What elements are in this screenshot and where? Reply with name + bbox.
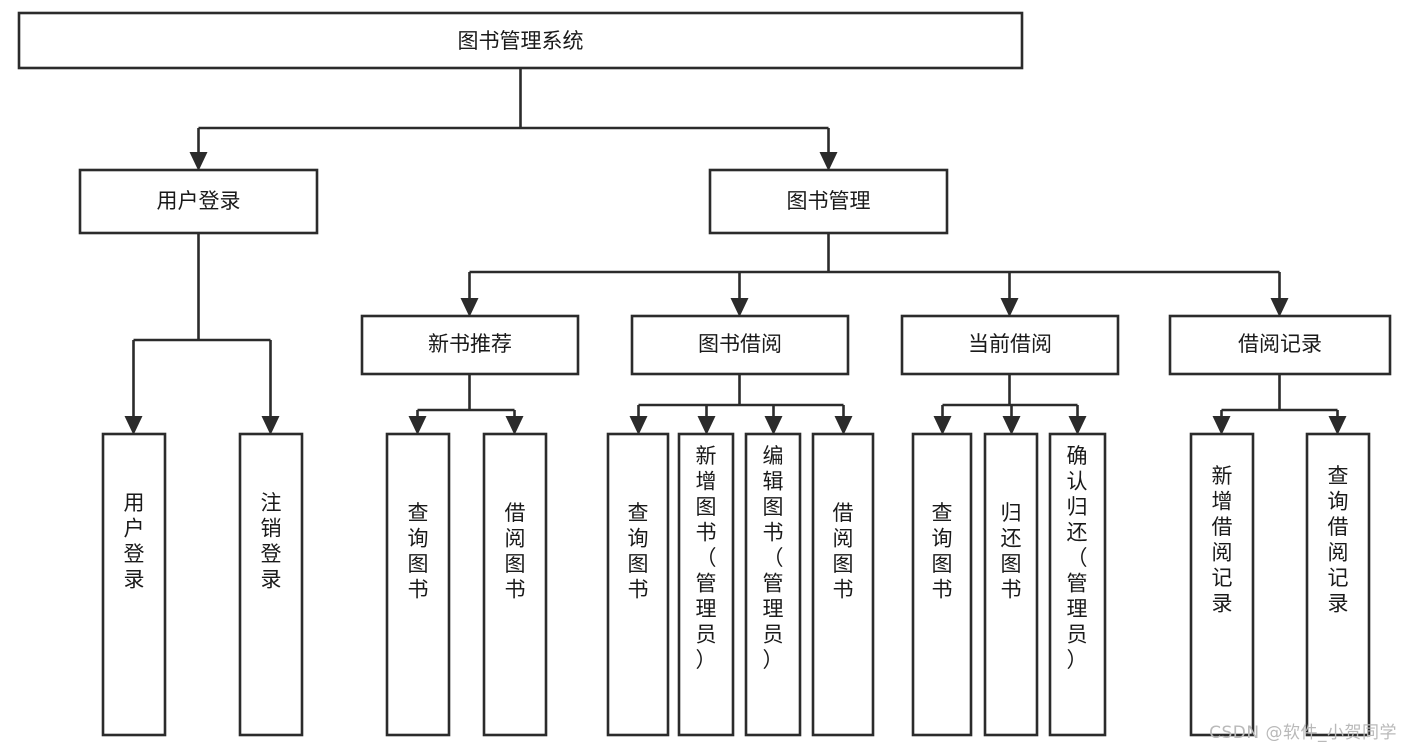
node-leaf-query-book-1[interactable]: 查询图书	[385, 432, 451, 737]
connector-group-borrow-record	[1212, 374, 1347, 435]
arrow-borrow-record	[1270, 298, 1289, 317]
node-leaf-borrow-book-2-label: 借阅图书	[833, 501, 854, 602]
node-current-borrow[interactable]: 当前借阅	[900, 314, 1120, 376]
node-leaf-user-logout-label: 注销登录	[261, 491, 282, 592]
arrow-leaf-query-record	[1328, 416, 1347, 435]
node-borrow-record-box[interactable]	[1168, 314, 1392, 376]
node-new-book-recommend-box[interactable]	[360, 314, 580, 376]
node-book-borrow[interactable]: 图书借阅	[630, 314, 850, 376]
node-leaf-return-book-box[interactable]	[983, 432, 1039, 737]
node-leaf-borrow-book-2[interactable]: 借阅图书	[811, 432, 875, 737]
arrow-current-borrow	[1000, 298, 1019, 317]
node-root[interactable]: 图书管理系统	[17, 11, 1024, 70]
node-leaf-return-book-label: 归还图书	[1001, 501, 1022, 602]
node-leaf-confirm-return-label: 确认归还（管理员）	[1067, 444, 1088, 672]
node-leaf-query-book-3-box[interactable]	[911, 432, 973, 737]
node-root-box[interactable]	[17, 11, 1024, 70]
arrow-book-borrow	[730, 298, 749, 317]
node-borrow-record[interactable]: 借阅记录	[1168, 314, 1392, 376]
node-leaf-query-record[interactable]: 查询借阅记录	[1305, 432, 1371, 737]
connector-group-book-borrow	[629, 374, 853, 435]
node-leaf-add-record[interactable]: 新增借阅记录	[1189, 432, 1255, 737]
csdn-watermark: CSDN @软件_小贺同学	[1209, 723, 1397, 743]
node-leaf-return-book[interactable]: 归还图书	[983, 432, 1039, 737]
node-leaf-edit-book-label: 编辑图书（管理员）	[763, 444, 784, 672]
node-leaf-add-book-label: 新增图书（管理员）	[696, 444, 717, 672]
node-leaf-query-book-3[interactable]: 查询图书	[911, 432, 973, 737]
node-user-login[interactable]: 用户登录	[78, 168, 319, 235]
node-leaf-add-record-box[interactable]	[1189, 432, 1255, 737]
node-current-borrow-label: 当前借阅	[968, 332, 1052, 356]
node-leaf-edit-book[interactable]: 编辑图书（管理员）	[744, 432, 802, 737]
node-leaf-confirm-return-box[interactable]	[1048, 432, 1107, 737]
node-book-borrow-box[interactable]	[630, 314, 850, 376]
node-leaf-query-book-1-label: 查询图书	[408, 501, 429, 602]
node-leaf-confirm-return[interactable]: 确认归还（管理员）	[1048, 432, 1107, 737]
node-leaf-add-book[interactable]: 新增图书（管理员）	[677, 432, 735, 737]
node-leaf-add-book-box[interactable]	[677, 432, 735, 737]
arrow-leaf-edit-book	[764, 416, 783, 435]
node-leaf-borrow-book-1[interactable]: 借阅图书	[482, 432, 548, 737]
arrow-leaf-query-book-2	[629, 416, 648, 435]
arrow-new-book-recommend	[460, 298, 479, 317]
connector-group-new-book-recommend	[408, 374, 524, 435]
node-leaf-edit-book-box[interactable]	[744, 432, 802, 737]
arrow-leaf-query-book-3	[933, 416, 952, 435]
arrow-leaf-add-record	[1212, 416, 1231, 435]
node-leaf-borrow-book-1-label: 借阅图书	[505, 501, 526, 602]
node-leaf-user-logout[interactable]: 注销登录	[238, 432, 304, 737]
connector-group-user-login	[124, 233, 280, 435]
node-leaf-borrow-book-2-box[interactable]	[811, 432, 875, 737]
node-new-book-recommend[interactable]: 新书推荐	[360, 314, 580, 376]
node-leaf-user-logout-box[interactable]	[238, 432, 304, 737]
arrow-book-manage	[819, 152, 838, 171]
node-user-login-box[interactable]	[78, 168, 319, 235]
arrow-leaf-return-book	[1002, 416, 1021, 435]
node-leaf-user-login-box[interactable]	[101, 432, 167, 737]
node-book-manage-box[interactable]	[708, 168, 949, 235]
node-leaf-user-login-label: 用户登录	[124, 491, 145, 592]
connector-group-book-manage	[460, 233, 1289, 317]
node-new-book-recommend-label: 新书推荐	[428, 332, 512, 356]
node-leaf-query-book-3-label: 查询图书	[932, 501, 953, 602]
arrow-leaf-add-book	[697, 416, 716, 435]
node-leaf-query-book-2[interactable]: 查询图书	[606, 432, 670, 737]
arrow-leaf-confirm-return	[1068, 416, 1087, 435]
arrow-leaf-borrow-book-1	[505, 416, 524, 435]
connector-group-root	[189, 68, 838, 171]
node-leaf-add-record-label: 新增借阅记录	[1212, 464, 1233, 616]
node-leaf-query-book-2-label: 查询图书	[628, 501, 649, 602]
arrow-leaf-user-logout	[261, 416, 280, 435]
node-leaf-user-login[interactable]: 用户登录	[101, 432, 167, 737]
node-book-manage-label: 图书管理	[787, 189, 871, 213]
node-book-borrow-label: 图书借阅	[698, 332, 782, 356]
node-book-manage[interactable]: 图书管理	[708, 168, 949, 235]
node-leaf-query-book-1-box[interactable]	[385, 432, 451, 737]
arrow-leaf-query-book-1	[408, 416, 427, 435]
node-root-label: 图书管理系统	[458, 29, 584, 53]
node-borrow-record-label: 借阅记录	[1238, 332, 1322, 356]
node-leaf-query-record-label: 查询借阅记录	[1328, 464, 1349, 616]
arrow-leaf-borrow-book-2	[834, 416, 853, 435]
node-leaf-query-book-2-box[interactable]	[606, 432, 670, 737]
node-leaf-borrow-book-1-box[interactable]	[482, 432, 548, 737]
arrow-user-login	[189, 152, 208, 171]
connector-group-current-borrow	[933, 374, 1087, 435]
node-leaf-query-record-box[interactable]	[1305, 432, 1371, 737]
node-user-login-label: 用户登录	[157, 189, 241, 213]
node-current-borrow-box[interactable]	[900, 314, 1120, 376]
arrow-leaf-user-login	[124, 416, 143, 435]
